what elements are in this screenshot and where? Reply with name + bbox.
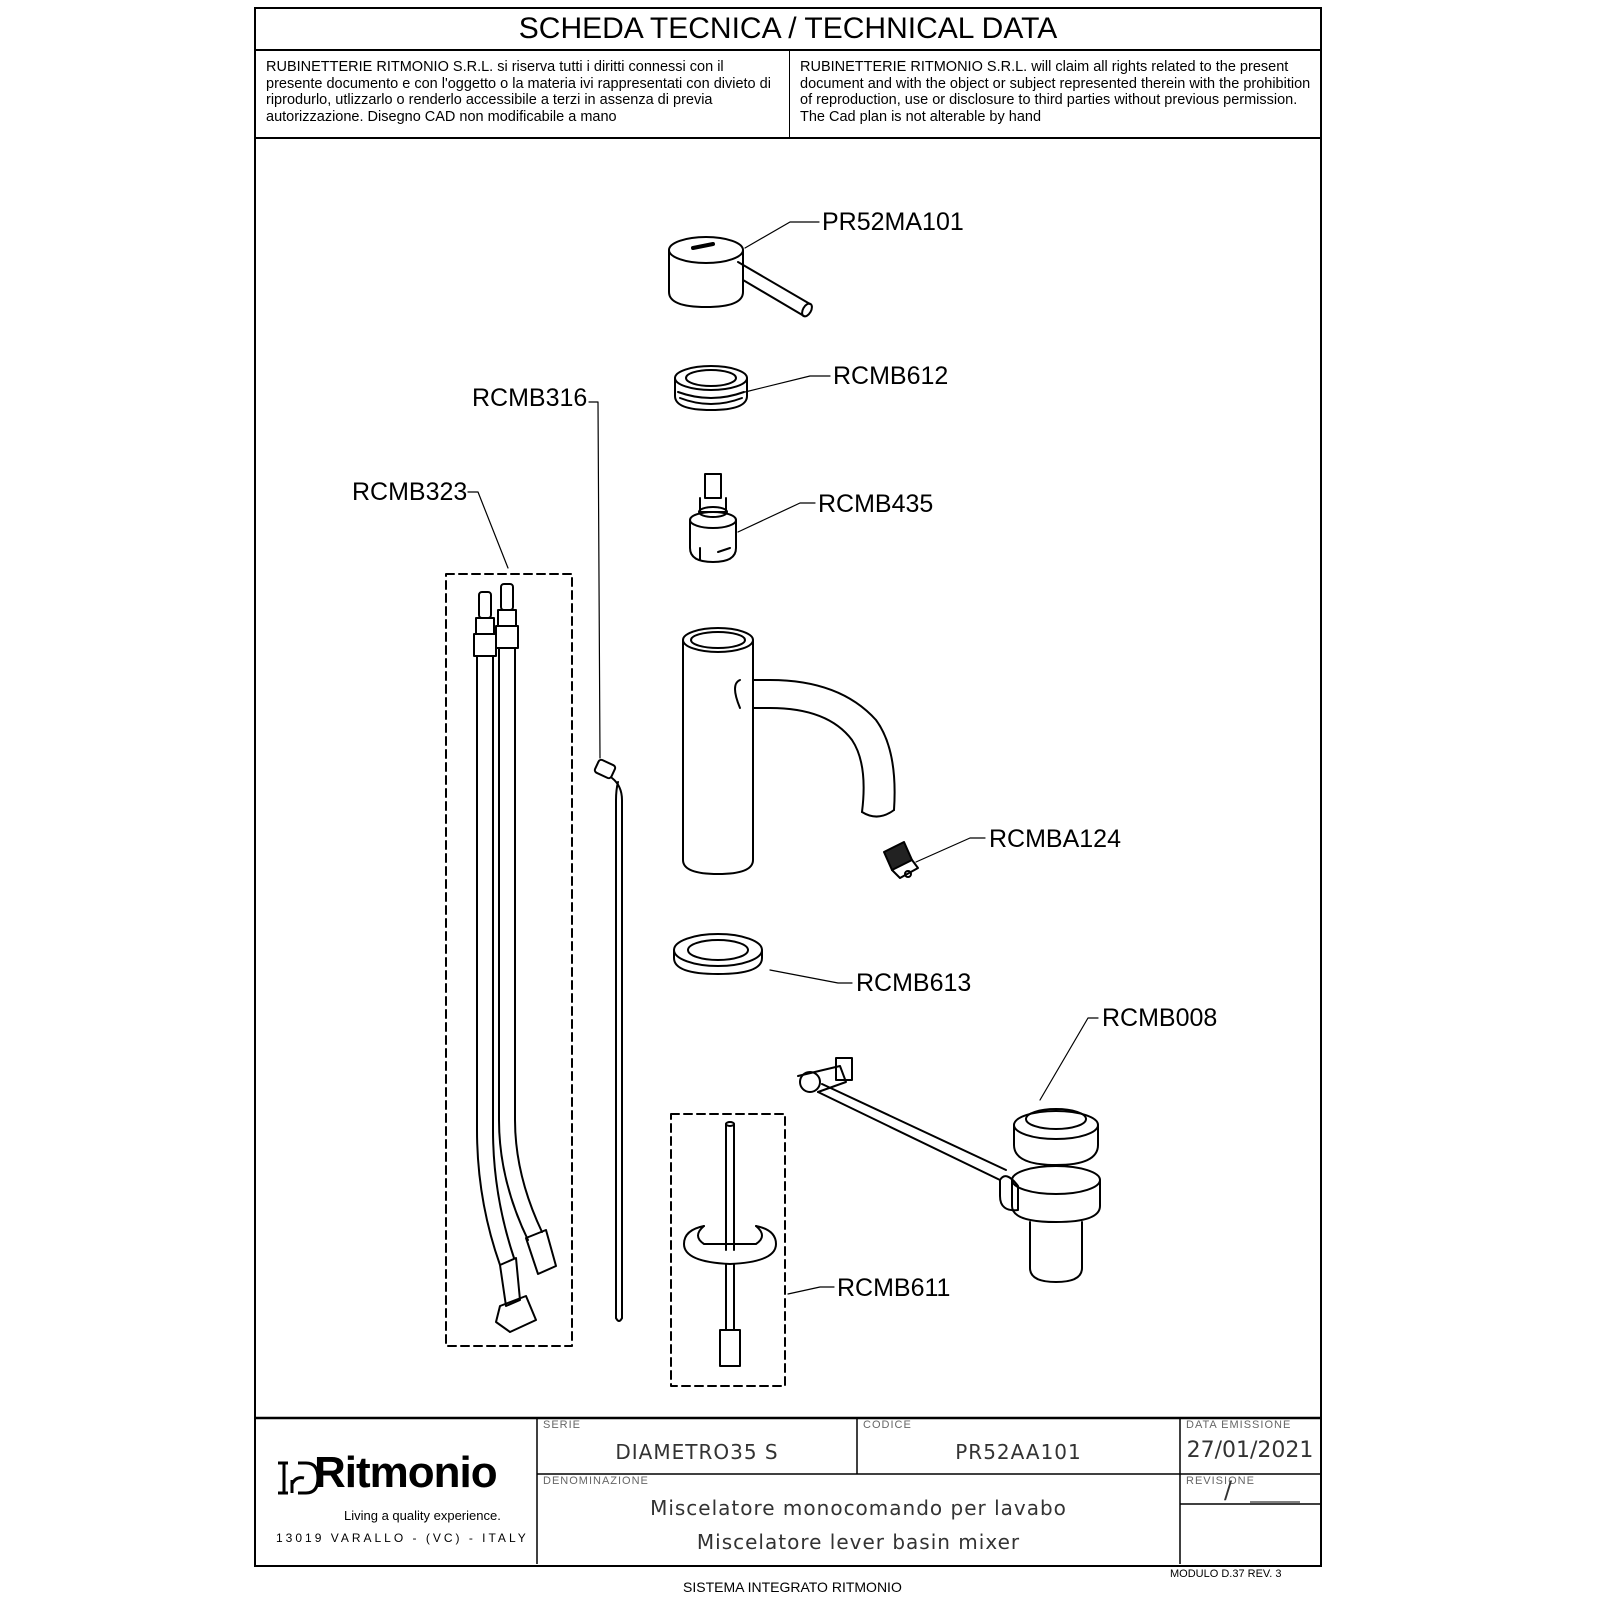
serie-caption: SERIE: [543, 1419, 582, 1431]
waste-part: [797, 1057, 1101, 1283]
logo-text: Ritmonio: [314, 1448, 498, 1497]
label-ring-nut: RCMB612: [833, 362, 948, 390]
denominazione-line2: Miscelatore lever basin mixer: [696, 1530, 1021, 1554]
logo-tagline: Living a quality experience.: [344, 1508, 501, 1523]
rod-part: [593, 758, 623, 1322]
data-caption: DATA EMISSIONE: [1186, 1419, 1292, 1431]
revisione-caption: REVISIONE: [1186, 1475, 1255, 1487]
codice-caption: CODICE: [863, 1419, 912, 1431]
ring-nut-part: [674, 365, 748, 411]
codice-value: PR52AA101: [955, 1440, 1082, 1464]
label-hoses: RCMB323: [352, 478, 467, 506]
revisione-value: /: [1224, 1476, 1234, 1504]
sheet-title: SCHEDA TECNICA / TECHNICAL DATA: [256, 9, 1320, 51]
serie-value: DIAMETRO35 S: [615, 1440, 779, 1464]
leader-lines: [467, 221, 1099, 1295]
footer-system: SISTEMA INTEGRATO RITMONIO: [683, 1579, 902, 1595]
spout-body-part: [682, 627, 896, 875]
technical-sheet: SCHEDA TECNICA / TECHNICAL DATA RUBINETT…: [254, 7, 1322, 1567]
label-handle: PR52MA101: [822, 208, 964, 236]
handle-part: [668, 236, 813, 318]
logo-area: Ritmonio Living a quality experience. 13…: [256, 1420, 537, 1564]
denominazione-caption: DENOMINAZIONE: [543, 1475, 649, 1487]
denominazione-line1: Miscelatore monocomando per lavabo: [650, 1496, 1067, 1520]
ritmonio-logo-icon: [278, 1461, 320, 1495]
hoses-part: [445, 573, 573, 1347]
logo-address: 13019 VARALLO - (VC) - ITALY: [276, 1531, 529, 1545]
label-waste: RCMB008: [1102, 1004, 1217, 1032]
aerator-part: [883, 841, 919, 879]
data-emissione-cell: DATA EMISSIONE 27/01/2021: [1180, 1418, 1320, 1474]
label-rod: RCMB316: [472, 384, 587, 412]
codice-cell: CODICE PR52AA101: [857, 1418, 1180, 1474]
cartridge-part: [689, 473, 737, 563]
fixing-kit-part: [670, 1113, 786, 1387]
label-base-ring: RCMB613: [856, 969, 971, 997]
label-cartridge: RCMB435: [818, 490, 933, 518]
denominazione-cell: DENOMINAZIONE Miscelatore monocomando pe…: [537, 1474, 1180, 1564]
revisione-cell: REVISIONE /: [1180, 1474, 1320, 1504]
data-value: 27/01/2021: [1186, 1438, 1314, 1463]
label-fixing-kit: RCMB611: [837, 1274, 950, 1302]
notice-italian: RUBINETTERIE RITMONIO S.R.L. si riserva …: [256, 49, 790, 139]
footer-module: MODULO D.37 REV. 3: [1170, 1568, 1282, 1580]
serie-cell: SERIE DIAMETRO35 S: [537, 1418, 857, 1474]
base-ring-part: [673, 933, 763, 975]
label-aerator: RCMBA124: [989, 825, 1121, 853]
title-block-grid: [254, 1416, 1320, 1564]
notice-english: RUBINETTERIE RITMONIO S.R.L. will claim …: [790, 49, 1321, 139]
